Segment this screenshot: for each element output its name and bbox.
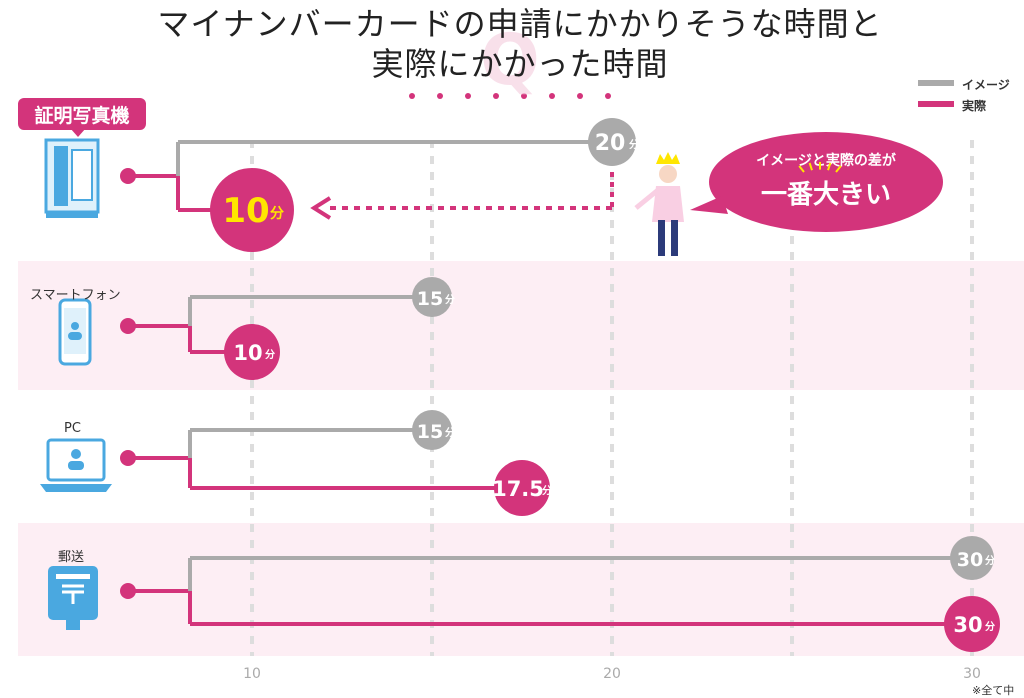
x-tick-label-20: 20 (603, 666, 621, 682)
row-dot (120, 583, 136, 599)
crown-icon (656, 152, 680, 164)
mailbox-post (66, 620, 80, 630)
title-dot (465, 93, 471, 99)
title-dot (409, 93, 415, 99)
postal-mark-icon (62, 584, 84, 604)
row-dot (120, 168, 136, 184)
bubble-image (412, 277, 452, 317)
person-illustration (634, 152, 684, 256)
callout-bubble (709, 132, 943, 232)
watermark-q: Q (480, 19, 540, 101)
legend-swatch-image (918, 80, 954, 86)
data-label-image: 15 (417, 288, 443, 310)
title-dot (549, 93, 555, 99)
data-label-actual-unit: 分 (542, 484, 552, 497)
bubble-actual (224, 324, 280, 380)
mailbox-icon (48, 566, 98, 630)
callout-sparkle (827, 162, 832, 171)
bubble-image (950, 536, 994, 580)
legend-label-actual: 実際 (962, 99, 987, 113)
bubble-actual (944, 596, 1000, 652)
callout-sparkle (798, 165, 805, 173)
title-dot (437, 93, 443, 99)
data-label-image-unit: 分 (985, 554, 995, 567)
person-head (659, 165, 677, 183)
phone-screen (64, 308, 86, 354)
phone-avatar-head (71, 322, 79, 330)
data-label-actual: 17.5 (492, 477, 544, 501)
booth-base (46, 212, 98, 218)
data-label-actual: 10 (233, 341, 262, 365)
smartphone-icon (58, 298, 92, 366)
x-tick-label-10: 10 (243, 666, 261, 682)
bubble-actual (494, 460, 550, 516)
bubble-image (588, 118, 636, 166)
callout-tail (690, 196, 728, 214)
data-label-actual: 30 (953, 613, 982, 637)
x-tick-label-30: 30 (963, 666, 981, 682)
data-label-image-unit: 分 (445, 293, 455, 306)
data-label-actual: 10 (222, 191, 269, 231)
category-badge-tail (70, 128, 86, 137)
laptop-base (40, 484, 112, 492)
category-label-smartphone: スマートフォン (30, 288, 121, 303)
person-body (652, 186, 684, 222)
legend-label-image: イメージ (962, 78, 1010, 92)
row-dot (120, 450, 136, 466)
chart-title-line2: 実際にかかった時間 (371, 45, 669, 83)
callout-line1: イメージと実際の差が (756, 152, 897, 169)
person-leg-right (671, 220, 678, 256)
legend-swatch-actual (918, 101, 954, 107)
data-label-image: 15 (417, 421, 443, 443)
row-dot (120, 318, 136, 334)
data-label-image: 20 (595, 131, 626, 156)
data-label-image: 30 (957, 549, 983, 571)
title-dot (493, 93, 499, 99)
laptop-screen (46, 438, 106, 482)
photo-booth-icon (44, 138, 100, 218)
data-label-image-unit: 分 (629, 138, 639, 151)
bubble-actual (210, 168, 294, 252)
title-dot (521, 93, 527, 99)
category-badge-photo-booth: 証明写真機 (18, 98, 146, 130)
title-dot (605, 93, 611, 99)
footnote: ※全て中 (972, 684, 1015, 697)
mailbox-slot (56, 574, 90, 579)
data-label-actual-unit: 分 (270, 206, 284, 222)
laptop-avatar-body (68, 461, 84, 470)
booth-curtain (71, 149, 93, 201)
person-arm (634, 188, 660, 210)
data-label-actual-unit: 分 (985, 620, 995, 633)
title-dot (577, 93, 583, 99)
bubble-image (412, 410, 452, 450)
category-label-pc: PC (64, 421, 81, 436)
laptop-icon (40, 438, 112, 492)
person-leg-left (658, 220, 665, 256)
booth-panel (54, 146, 68, 206)
data-label-actual-unit: 分 (265, 348, 275, 361)
callout-sparkle (808, 162, 813, 171)
phone-avatar-body (68, 332, 82, 340)
callout-line2: 一番大きい (761, 180, 891, 210)
laptop-avatar-head (71, 449, 81, 459)
chart-title-line1: マイナンバーカードの申請にかかりそうな時間と (157, 5, 883, 43)
callout-sparkle (835, 165, 842, 173)
gap-arrow-head (310, 196, 332, 220)
data-label-image-unit: 分 (445, 426, 455, 439)
category-label-mail: 郵送 (58, 550, 85, 565)
